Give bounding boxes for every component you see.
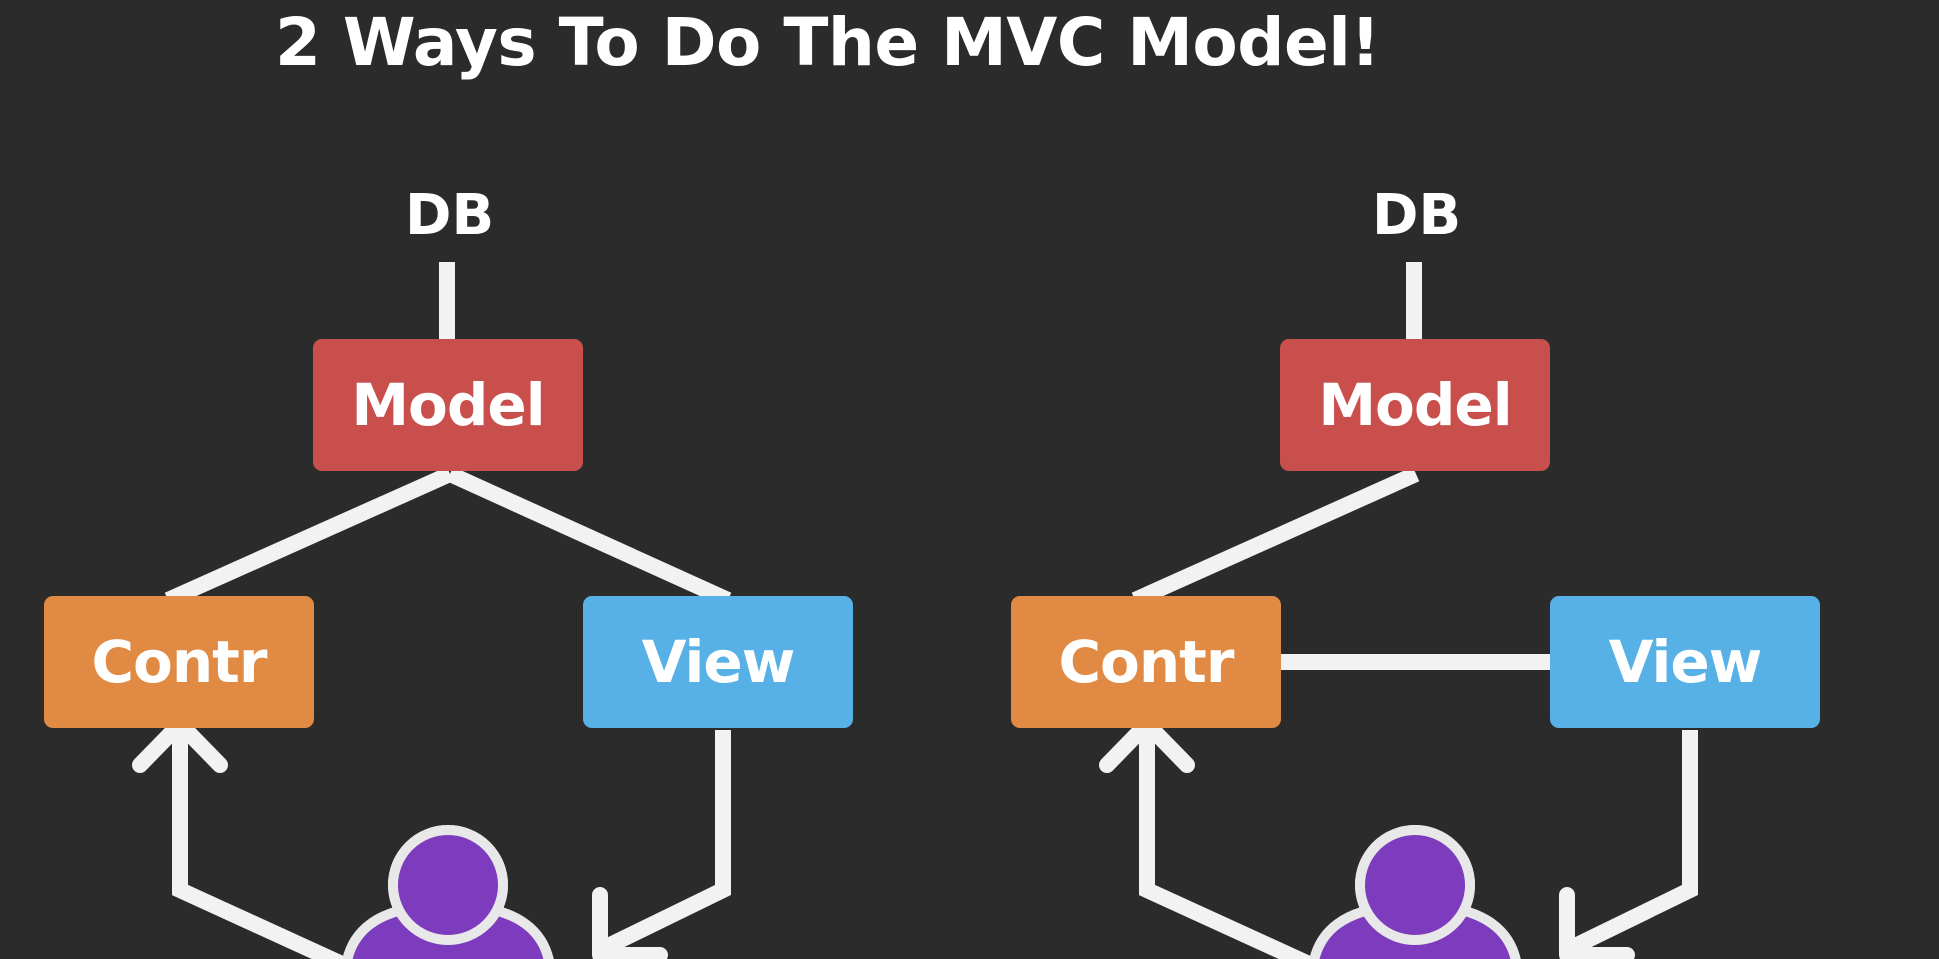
connector-model-view: [446, 466, 732, 608]
arrowhead-user: [592, 887, 668, 959]
connector-user-controller: [1139, 730, 1318, 959]
user-icon: [342, 825, 554, 959]
connector-view-user: [596, 730, 731, 958]
model-box: Model: [1280, 339, 1550, 471]
connector-model-controller: [164, 466, 454, 608]
user-icon: [1309, 825, 1521, 959]
db-label: DB: [1372, 183, 1462, 248]
model-box: Model: [313, 339, 583, 471]
view-box: View: [1550, 596, 1820, 728]
connector-user-controller: [172, 730, 351, 959]
db-label: DB: [405, 183, 495, 248]
connector-model-controller: [1131, 466, 1420, 608]
connectors-left: [164, 262, 732, 959]
arrowhead-user: [1559, 887, 1635, 959]
connectors-right: [1131, 262, 1698, 959]
controller-box: Contr: [1011, 596, 1281, 728]
connector-view-user: [1563, 730, 1698, 958]
slide-title: 2 Ways To Do The MVC Model!: [275, 4, 1381, 81]
view-box: View: [583, 596, 853, 728]
controller-box: Contr: [44, 596, 314, 728]
